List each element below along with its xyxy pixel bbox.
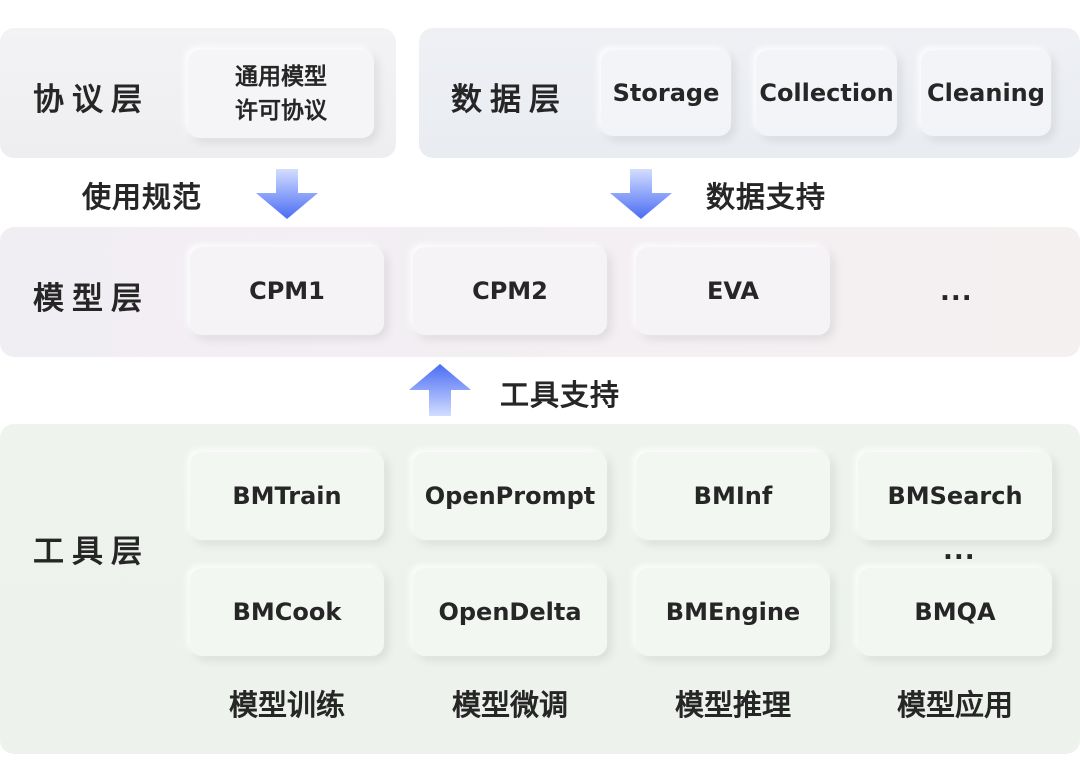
tool-layer-panel: 工具层 BMTrain OpenPrompt BMInf BMSearch ..… xyxy=(0,424,1080,754)
caption-model-training: 模型训练 xyxy=(228,688,345,722)
license-card-line1: 通用模型 xyxy=(235,64,327,90)
caption-model-finetuning: 模型微调 xyxy=(451,688,568,722)
up-arrow-icon xyxy=(409,364,471,416)
data-layer-panel: 数据层 Storage Collection Cleaning xyxy=(419,28,1080,158)
model-layer-panel: 模型层 CPM1 CPM2 EVA ... xyxy=(0,227,1080,357)
data-item-cleaning: Cleaning xyxy=(921,50,1051,136)
down-arrow-icon xyxy=(256,169,318,219)
model-layer-title: 模型层 xyxy=(33,281,150,317)
model-item-cpm1: CPM1 xyxy=(190,247,384,335)
data-item-collection: Collection xyxy=(756,50,897,136)
protocol-layer-panel: 协议层 通用模型 许可协议 xyxy=(0,28,396,158)
usage-norms-label: 使用规范 xyxy=(82,180,203,214)
model-item-eva: EVA xyxy=(636,247,830,335)
protocol-layer-title: 协议层 xyxy=(33,82,150,118)
tool-item-bmcook: BMCook xyxy=(190,568,384,656)
tool-item-openprompt: OpenPrompt xyxy=(413,452,607,540)
caption-model-inference: 模型推理 xyxy=(674,688,791,722)
down-arrow-icon xyxy=(610,169,672,219)
data-item-storage: Storage xyxy=(601,50,731,136)
tool-item-bmsearch: BMSearch xyxy=(858,452,1052,540)
tool-item-bmqa: BMQA xyxy=(858,568,1052,656)
tool-item-opendelta: OpenDelta xyxy=(413,568,607,656)
caption-model-application: 模型应用 xyxy=(896,688,1013,722)
tool-item-bmtrain: BMTrain xyxy=(190,452,384,540)
tool-item-bminf: BMInf xyxy=(636,452,830,540)
model-more-ellipsis: ... xyxy=(940,277,973,307)
model-item-cpm2: CPM2 xyxy=(413,247,607,335)
tool-more-ellipsis: ... xyxy=(943,536,976,566)
data-layer-title: 数据层 xyxy=(451,82,568,118)
data-support-label: 数据支持 xyxy=(706,180,827,214)
license-card-line2: 许可协议 xyxy=(235,98,327,124)
license-card: 通用模型 许可协议 xyxy=(188,50,374,138)
tool-support-label: 工具支持 xyxy=(500,378,621,412)
tool-item-bmengine: BMEngine xyxy=(636,568,830,656)
tool-layer-title: 工具层 xyxy=(33,534,150,570)
